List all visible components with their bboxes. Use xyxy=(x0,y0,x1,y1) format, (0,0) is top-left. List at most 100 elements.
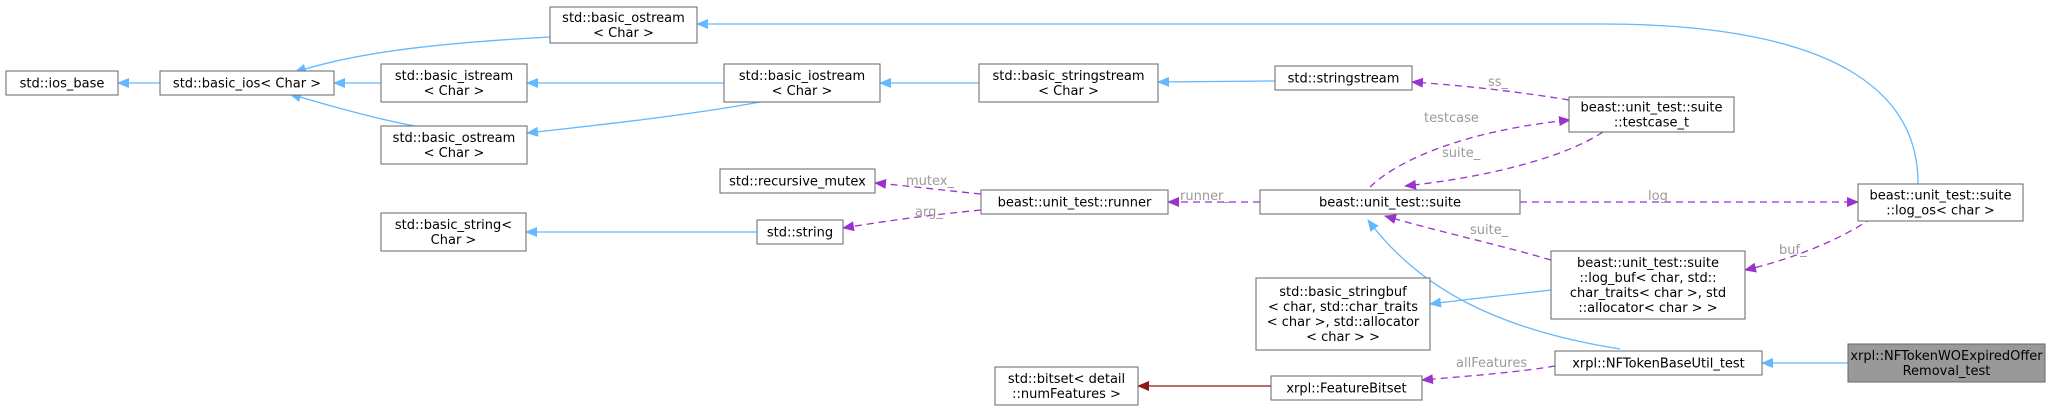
node-testcase-t[interactable]: beast::unit_test::suite::testcase_t xyxy=(1568,96,1735,133)
node-box xyxy=(756,219,844,245)
node-box xyxy=(159,70,335,96)
node-recursive-mutex[interactable]: std::recursive_mutex xyxy=(719,168,876,194)
node-nftoken-base[interactable]: xrpl::NFTokenBaseUtil_test xyxy=(1554,350,1763,376)
edge-string-to-runner xyxy=(842,209,982,232)
edge-log-os-to-ostream-top xyxy=(696,19,1919,188)
node-basic-string[interactable]: std::basic_string<Char > xyxy=(380,212,527,252)
node-label-line: < Char > xyxy=(593,26,654,41)
edge-label-suite-from-logbuf: suite_ xyxy=(1470,223,1509,238)
node-label-line: std::basic_istream xyxy=(395,69,513,84)
node-label-line: < char, std::char_traits xyxy=(1268,300,1418,315)
edge-suite-to-testcase xyxy=(1369,116,1571,188)
node-basic-stringbuf[interactable]: std::basic_stringbuf< char, std::char_tr… xyxy=(1255,277,1431,351)
node-suite[interactable]: beast::unit_test::suite xyxy=(1259,189,1521,215)
edge-iostream-to-ostream-mid xyxy=(526,101,761,137)
node-label-line: std::basic_ostream xyxy=(562,11,685,26)
node-label-line: std::basic_ostream xyxy=(393,131,516,146)
edge-ostream-top-to-basic-ios xyxy=(294,36,551,74)
node-box xyxy=(5,70,119,96)
node-basic-ostream-top[interactable]: std::basic_ostream< Char > xyxy=(549,6,698,44)
node-label-line: beast::unit_test::suite xyxy=(1870,189,2012,204)
node-box xyxy=(1270,375,1423,401)
edge-label-mutex: mutex_ xyxy=(906,174,954,189)
node-box xyxy=(723,63,881,103)
node-label-line: std::basic_string< xyxy=(395,218,512,233)
edges-usage xyxy=(842,77,1873,385)
edge-labels: ss_ testcase suite_ mutex_ arg_ runner_ … xyxy=(906,75,1807,371)
node-label-line: < char > > xyxy=(1306,330,1380,345)
node-label-line: std::bitset< detail xyxy=(1008,372,1125,387)
node-label-line: < Char > xyxy=(1038,84,1099,99)
node-label-line: beast::unit_test::suite xyxy=(1581,101,1723,116)
node-box xyxy=(719,168,876,194)
edge-label-log: log xyxy=(1648,189,1668,204)
node-label-line: xrpl::NFTokenBaseUtil_test xyxy=(1572,357,1745,372)
node-stringstream[interactable]: std::stringstream xyxy=(1274,65,1413,91)
node-label-line: < Char > xyxy=(424,146,485,161)
node-log-os[interactable]: beast::unit_test::suite::log_os< char > xyxy=(1857,183,2024,222)
node-label-line: Char > xyxy=(431,233,477,248)
edge-log-buf-to-log-os xyxy=(1744,217,1873,273)
edge-label-allfeatures: allFeatures xyxy=(1456,356,1527,371)
edge-label-testcase: testcase xyxy=(1424,111,1479,126)
node-ios-base[interactable]: std::ios_base xyxy=(5,70,119,96)
node-label-line: char_traits< char >, std xyxy=(1570,286,1726,301)
node-label-line: beast::unit_test::runner xyxy=(998,196,1152,211)
node-label-line: std::stringstream xyxy=(1288,72,1400,87)
node-box xyxy=(1847,343,2046,383)
edge-feature-bitset-to-nftoken xyxy=(1421,365,1556,385)
node-label-line: ::log_os< char > xyxy=(1886,204,1995,219)
node-box xyxy=(549,6,698,44)
node-box xyxy=(380,125,528,165)
node-label-line: < Char > xyxy=(772,84,833,99)
edge-label-arg: arg_ xyxy=(915,205,943,220)
edge-log-buf-to-basic-stringbuf xyxy=(1429,289,1552,308)
node-label-line: xrpl::NFTokenWOExpiredOffer xyxy=(1850,349,2043,364)
node-label-line: beast::unit_test::suite xyxy=(1577,256,1719,271)
node-box xyxy=(1857,183,2024,222)
node-basic-istream[interactable]: std::basic_istream< Char > xyxy=(380,63,528,103)
node-label-line: xrpl::FeatureBitset xyxy=(1286,382,1406,397)
node-box xyxy=(380,63,528,103)
node-box xyxy=(994,366,1139,406)
edges-inheritance xyxy=(117,19,1919,368)
edge-ostream-mid-to-basic-ios xyxy=(289,92,421,128)
node-box xyxy=(1550,250,1746,320)
edge-nftoken-base-to-suite xyxy=(1367,219,1621,350)
node-label-line: std::basic_ios< Char > xyxy=(173,77,321,92)
node-string[interactable]: std::string xyxy=(756,219,844,245)
edge-testcase-to-suite xyxy=(1404,131,1604,190)
node-label-line: < char >, std::allocator xyxy=(1267,315,1420,330)
node-basic-iostream[interactable]: std::basic_iostream< Char > xyxy=(723,63,881,103)
node-log-buf[interactable]: beast::unit_test::suite::log_buf< char, … xyxy=(1550,250,1746,320)
node-label-line: ::log_buf< char, std:: xyxy=(1579,271,1716,286)
node-basic-ios[interactable]: std::basic_ios< Char > xyxy=(159,70,335,96)
node-label-line: std::recursive_mutex xyxy=(729,175,866,190)
node-box xyxy=(1274,65,1413,91)
node-label-line: std::string xyxy=(767,226,833,241)
edge-stringstream2-to-basic-stringstream xyxy=(1157,76,1276,87)
node-feature-bitset[interactable]: xrpl::FeatureBitset xyxy=(1270,375,1423,401)
node-runner[interactable]: beast::unit_test::runner xyxy=(980,189,1169,215)
node-label-line: ::numFeatures > xyxy=(1012,387,1121,402)
edge-suite-to-log-buf xyxy=(1384,214,1552,261)
node-box xyxy=(980,189,1169,215)
node-label-line: Removal_test xyxy=(1903,364,1991,379)
edge-label-ss: ss_ xyxy=(1488,75,1509,90)
edge-label-buf: buf_ xyxy=(1779,243,1807,258)
edge-label-runner: runner_ xyxy=(1180,189,1230,204)
node-label-line: < Char > xyxy=(424,84,485,99)
node-box xyxy=(1255,277,1431,351)
node-box xyxy=(1568,96,1735,133)
node-box xyxy=(380,212,527,252)
node-bitset[interactable]: std::bitset< detail::numFeatures > xyxy=(994,366,1139,406)
node-box xyxy=(1259,189,1521,215)
node-basic-stringstream[interactable]: std::basic_stringstream< Char > xyxy=(978,63,1159,103)
node-label-line: ::allocator< char > > xyxy=(1578,301,1717,316)
node-basic-ostream-mid[interactable]: std::basic_ostream< Char > xyxy=(380,125,528,165)
edge-testcase-to-stringstream xyxy=(1411,77,1570,101)
node-box xyxy=(1554,350,1763,376)
edge-label-suite-to-testcase: suite_ xyxy=(1442,146,1481,161)
